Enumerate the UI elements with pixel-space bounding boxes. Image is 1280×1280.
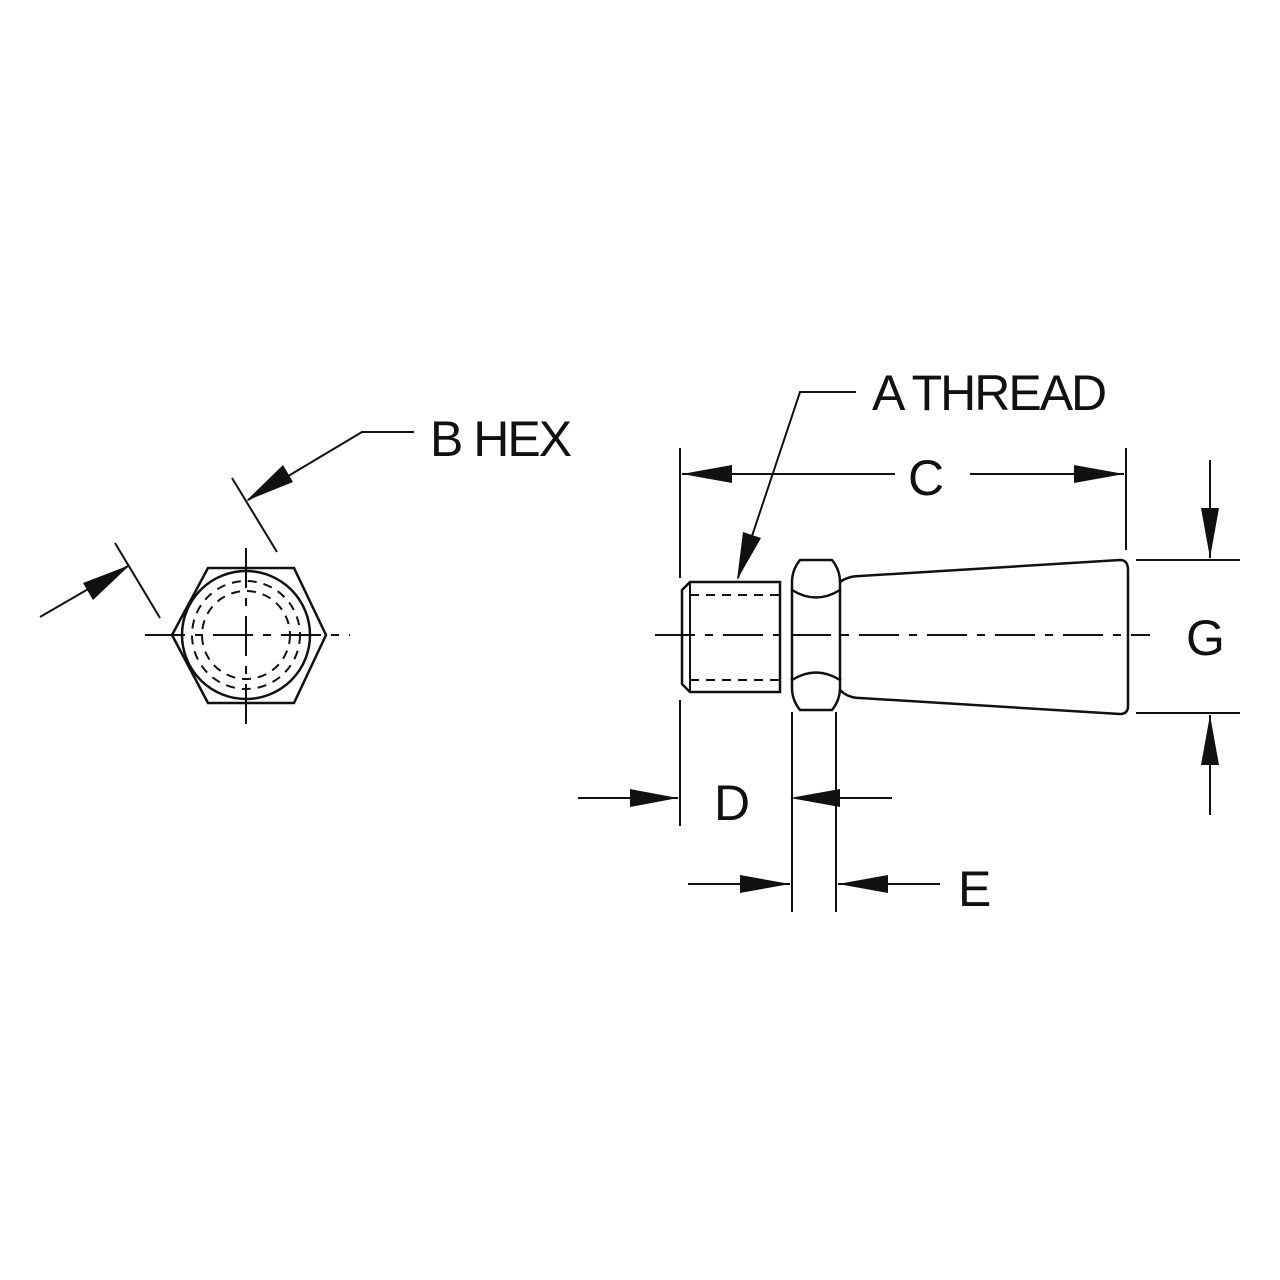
- g-label: G: [1186, 610, 1223, 666]
- g-arrowhead-bottom: [1201, 715, 1219, 765]
- b-hex-arrowhead-lower: [83, 565, 130, 600]
- e-label: E: [958, 861, 990, 917]
- c-dimension: C: [679, 448, 1127, 578]
- threaded-stud-outline: [680, 580, 782, 694]
- hex-nut-outline: [790, 558, 842, 712]
- e-dimension: E: [688, 712, 992, 917]
- a-thread-arrowhead: [737, 532, 761, 580]
- e-arrowhead-right: [838, 875, 888, 893]
- hex-end-view: [145, 548, 350, 728]
- c-arrowhead-left: [682, 465, 732, 483]
- b-hex-label: B HEX: [430, 411, 572, 467]
- a-thread-label: A THREAD: [872, 365, 1105, 421]
- c-label: C: [908, 450, 943, 506]
- d-dimension: D: [578, 700, 892, 912]
- c-arrowhead-right: [1074, 465, 1124, 483]
- g-dimension: G: [1136, 460, 1240, 815]
- d-arrowhead-right: [790, 789, 840, 807]
- tapered-body-outline: [838, 558, 1130, 716]
- hex-nut-flat-top: [790, 588, 842, 599]
- g-arrowhead-top: [1201, 508, 1219, 558]
- d-label: D: [714, 775, 748, 831]
- a-thread-dimension: A THREAD: [737, 365, 1107, 580]
- d-arrowhead-left: [630, 789, 678, 807]
- side-view: [655, 558, 1150, 716]
- a-thread-leader: [737, 391, 856, 579]
- b-hex-extension-line-left: [114, 542, 161, 619]
- e-arrowhead-left: [740, 875, 790, 893]
- b-hex-dimension: B HEX: [39, 411, 574, 619]
- b-hex-extension-line-right: [231, 477, 278, 553]
- hex-nut-flat-bottom: [790, 671, 842, 682]
- b-hex-arrowhead-upper: [246, 465, 293, 501]
